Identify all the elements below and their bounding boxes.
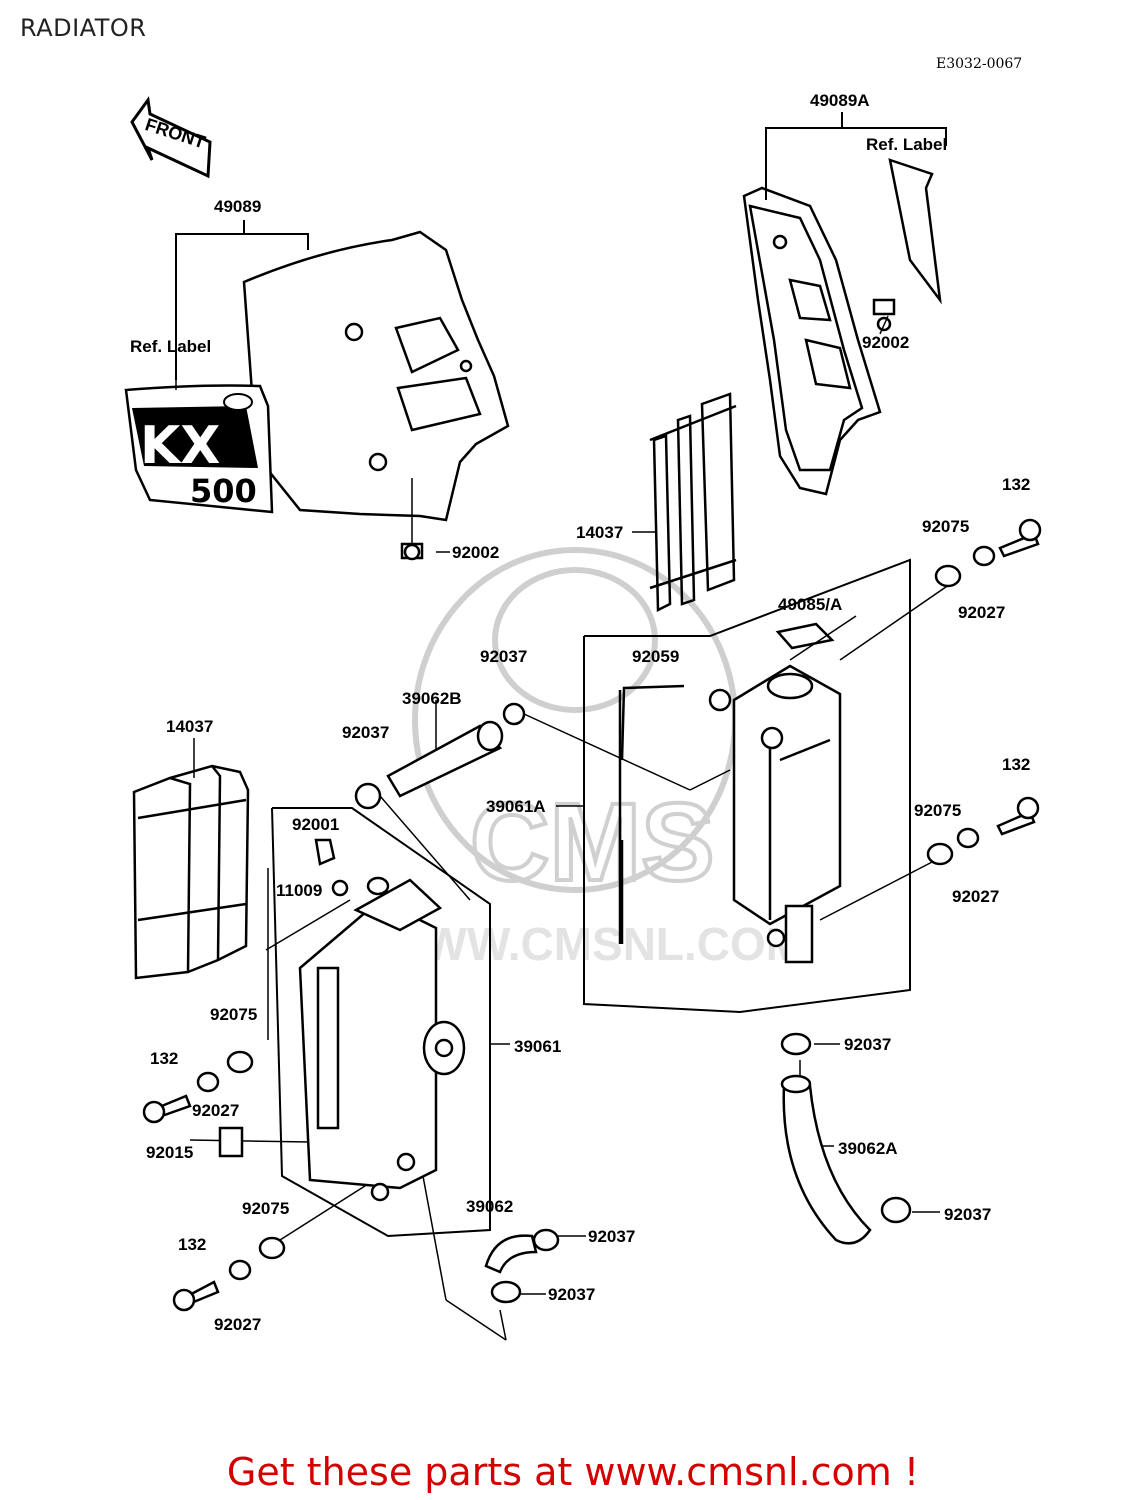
grommet-92075-d bbox=[258, 1236, 286, 1260]
right-shroud bbox=[742, 186, 882, 496]
label-49089: 49089 bbox=[214, 197, 261, 216]
leader-lines bbox=[175, 315, 957, 1341]
clamp-92037-c bbox=[532, 1228, 560, 1252]
label-49085A: 49085/A bbox=[778, 595, 842, 614]
overflow-hose-92059 bbox=[620, 684, 685, 944]
front-arrow-icon: FRONT bbox=[130, 96, 212, 179]
label-92059: 92059 bbox=[632, 647, 679, 666]
bracket-49089A bbox=[765, 127, 947, 200]
screw-92002-right bbox=[872, 298, 896, 332]
parts-diagram: CMS WWW.CMSNL.COM FRONT KX 500 bbox=[124, 91, 1042, 1341]
label-92075-c: 92075 bbox=[210, 1005, 257, 1024]
label-132-a: 132 bbox=[1002, 475, 1030, 494]
label-92027-a: 92027 bbox=[958, 603, 1005, 622]
label-14037-left: 14037 bbox=[166, 717, 213, 736]
label-92027-d: 92027 bbox=[214, 1315, 261, 1334]
decal-brand: KX bbox=[140, 416, 220, 476]
hose-39062B bbox=[386, 724, 503, 798]
label-92037-a: 92037 bbox=[480, 647, 527, 666]
label-92015: 92015 bbox=[146, 1143, 193, 1162]
label-92037-f: 92037 bbox=[944, 1205, 991, 1224]
kx500-decal: KX 500 bbox=[124, 384, 274, 514]
screw-92002-left bbox=[400, 542, 424, 561]
watermark-url: WWW.CMSNL.COM bbox=[380, 918, 804, 970]
label-132-d: 132 bbox=[178, 1235, 206, 1254]
grommet-92075-c bbox=[226, 1050, 254, 1074]
right-radiator-box bbox=[583, 558, 911, 1014]
label-49089A: 49089A bbox=[810, 91, 870, 110]
clamp-92037-a bbox=[502, 702, 526, 726]
cap-49085A bbox=[775, 622, 835, 650]
label-39062B: 39062B bbox=[402, 689, 462, 708]
grommet-92075-a bbox=[934, 564, 962, 588]
label-ref-label-right: Ref. Label bbox=[866, 135, 947, 154]
label-92037-e: 92037 bbox=[844, 1035, 891, 1054]
clamp-92037-f bbox=[880, 1196, 912, 1224]
label-ref-label-left: Ref. Label bbox=[130, 337, 211, 356]
grommet-92075-b bbox=[926, 842, 954, 866]
label-39061A: 39061A bbox=[486, 797, 546, 816]
bracket-49089 bbox=[175, 233, 309, 380]
label-92027-c: 92027 bbox=[192, 1101, 239, 1120]
bolt-132-b bbox=[996, 796, 1040, 836]
collar-92027-d bbox=[228, 1259, 252, 1281]
label-39061: 39061 bbox=[514, 1037, 561, 1056]
diagram-code: E3032-0067 bbox=[936, 56, 1023, 72]
clamp-92037-b bbox=[354, 782, 382, 810]
radiator-guard-left bbox=[132, 764, 250, 980]
footer-cta[interactable]: Get these parts at www.cmsnl.com ! bbox=[226, 1450, 920, 1494]
label-39062: 39062 bbox=[466, 1197, 513, 1216]
label-92037-d: 92037 bbox=[548, 1285, 595, 1304]
collar-92027-a bbox=[972, 545, 996, 567]
label-92037-c: 92037 bbox=[588, 1227, 635, 1246]
label-92027-b: 92027 bbox=[952, 887, 999, 906]
label-92075-a: 92075 bbox=[922, 517, 969, 536]
bolt-92001 bbox=[314, 838, 336, 866]
washer-11009 bbox=[331, 879, 349, 897]
label-92037-b: 92037 bbox=[342, 723, 389, 742]
label-92075-b: 92075 bbox=[914, 801, 961, 820]
radiator-left bbox=[298, 876, 466, 1202]
label-11009: 11009 bbox=[276, 881, 322, 900]
label-39062A: 39062A bbox=[838, 1139, 898, 1158]
bolt-132-a bbox=[998, 518, 1042, 558]
clamp-92037-d bbox=[490, 1280, 522, 1304]
hose-39062A bbox=[782, 1084, 872, 1245]
label-92001: 92001 bbox=[292, 815, 339, 834]
collar-92027-b bbox=[956, 827, 980, 849]
label-132-c: 132 bbox=[150, 1049, 178, 1068]
clamp-92037-e bbox=[780, 1032, 812, 1056]
collar-92027-c bbox=[196, 1071, 220, 1093]
radiator-right bbox=[708, 664, 842, 964]
left-shroud bbox=[242, 230, 510, 522]
label-92002-right: 92002 bbox=[862, 333, 909, 352]
ref-label-right-part bbox=[888, 158, 942, 305]
watermark-logo-text: CMS bbox=[470, 781, 714, 904]
bracket-92015 bbox=[218, 1126, 244, 1158]
left-radiator-box bbox=[271, 807, 491, 1238]
bolt-132-c bbox=[142, 1094, 192, 1124]
label-92075-d: 92075 bbox=[242, 1199, 289, 1218]
hose-39062 bbox=[484, 1234, 538, 1274]
bolt-132-d bbox=[172, 1280, 220, 1312]
decal-model: 500 bbox=[190, 472, 257, 510]
page-title: RADIATOR bbox=[20, 14, 147, 42]
label-14037-top: 14037 bbox=[576, 523, 623, 542]
radiator-guard-right bbox=[649, 392, 737, 612]
label-132-b: 132 bbox=[1002, 755, 1030, 774]
label-92002-left: 92002 bbox=[452, 543, 499, 562]
